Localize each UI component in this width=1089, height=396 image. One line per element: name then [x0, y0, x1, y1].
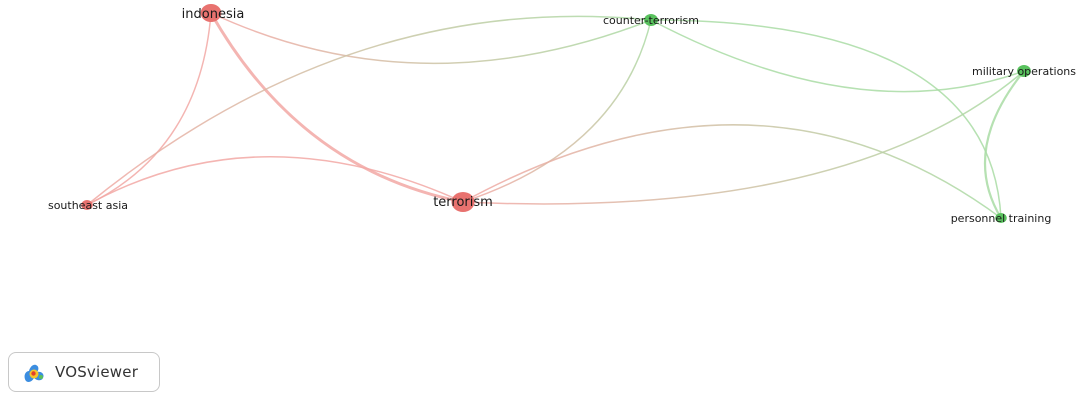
- node-military-operations[interactable]: [1017, 65, 1031, 77]
- vosviewer-logo-icon: [21, 359, 47, 385]
- vosviewer-badge[interactable]: VOSviewer: [8, 352, 160, 392]
- link-military-operations-personnel-training: [984, 70, 1025, 219]
- link-counter-terrorism-military-operations: [650, 19, 1025, 93]
- label-counter-terrorism[interactable]: counter-terrorism: [603, 14, 699, 27]
- label-southeast-asia[interactable]: southeast asia: [48, 199, 128, 212]
- link-southeast-asia-terrorism: [86, 156, 464, 206]
- network-labels: indonesia terrorism southeast asia counter-…: [48, 7, 1076, 225]
- label-personnel-training[interactable]: personnel training: [951, 212, 1052, 225]
- link-southeast-asia-counter-terrorism: [86, 15, 652, 206]
- link-terrorism-personnel-training: [462, 124, 1002, 219]
- link-indonesia-southeast-asia: [86, 12, 212, 206]
- label-terrorism[interactable]: terrorism: [433, 195, 493, 210]
- label-indonesia[interactable]: indonesia: [182, 7, 245, 22]
- vosviewer-label: VOSviewer: [55, 363, 139, 381]
- node-personnel-training[interactable]: [995, 213, 1007, 223]
- link-counter-terrorism-personnel-training: [650, 19, 1002, 219]
- link-indonesia-terrorism: [209, 12, 464, 204]
- label-military-operations[interactable]: military operations: [972, 65, 1076, 78]
- network-links: [86, 12, 1025, 219]
- node-southeast-asia[interactable]: [81, 200, 93, 210]
- link-counter-terrorism-terrorism: [462, 19, 652, 203]
- network-nodes: [81, 4, 1031, 223]
- node-counter-terrorism[interactable]: [644, 14, 658, 26]
- link-indonesia-counter-terrorism: [210, 12, 652, 64]
- link-military-operations-terrorism: [462, 70, 1025, 205]
- node-terrorism[interactable]: [451, 192, 475, 212]
- node-indonesia[interactable]: [200, 4, 222, 22]
